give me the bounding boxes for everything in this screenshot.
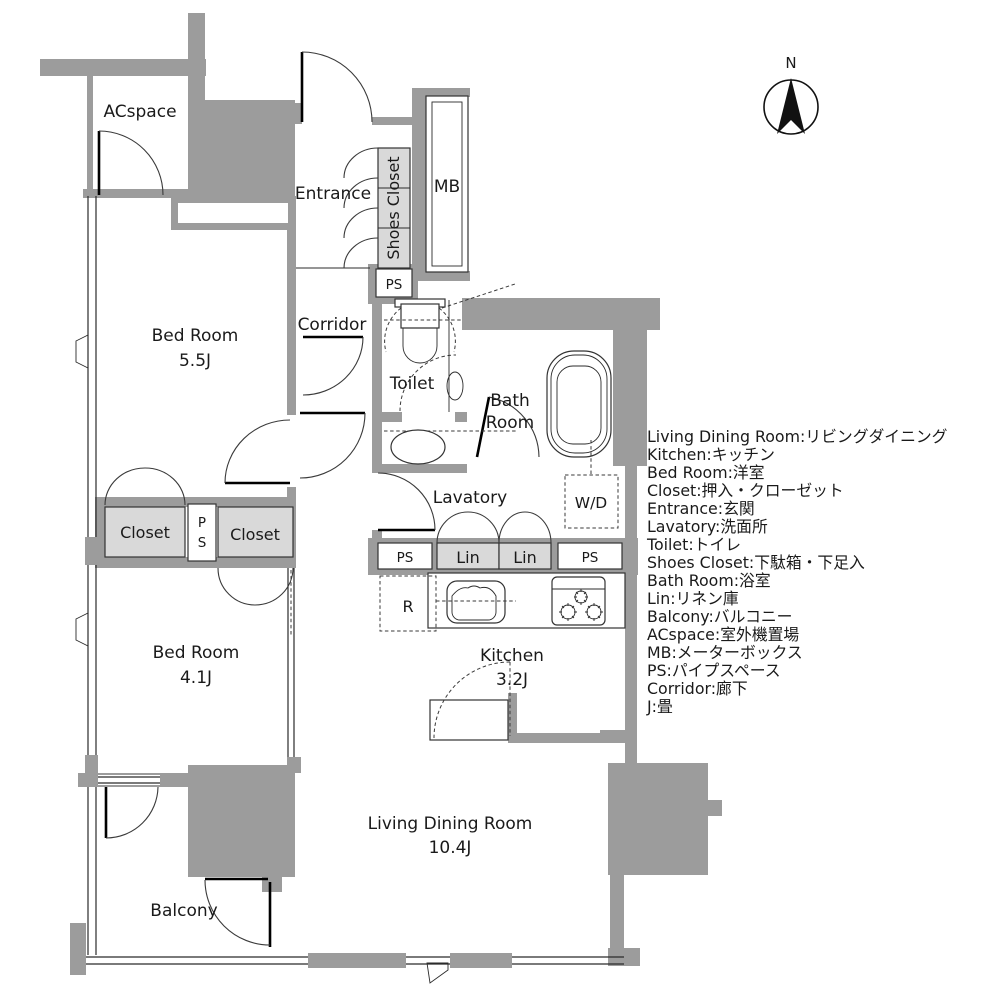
legend-line: Toilet:トイレ <box>646 535 741 554</box>
legend-line: Shoes Closet:下駄箱・下足入 <box>647 553 865 572</box>
bathtub-icon <box>546 350 612 458</box>
room-label-ps-small-1: P <box>198 515 206 531</box>
folding-door-arcs <box>104 147 552 606</box>
legend-line: Corridor:廊下 <box>647 679 748 698</box>
room-label-wd: W/D <box>575 494 608 512</box>
vanity-sink-icon <box>384 429 516 465</box>
legend-line: Entrance:玄関 <box>647 499 755 518</box>
legend-line: Balcony:バルコニー <box>647 607 792 626</box>
room-label-bath-2: Room <box>486 413 534 433</box>
window-flap-icons <box>75 334 89 647</box>
room-label-lin2: Lin <box>513 548 537 567</box>
toilet-sink-icon <box>446 371 464 401</box>
room-label-entrance: Entrance <box>295 184 371 204</box>
room-label-ps-lavatory: PS <box>397 550 414 566</box>
kitchen-cabinet <box>429 699 509 741</box>
legend: Living Dining Room:リビングダイニング Kitchen:キッチ… <box>646 427 948 716</box>
room-label-lavatory: Lavatory <box>433 488 507 508</box>
room-size-ldk: 10.4J <box>429 838 472 858</box>
room-label-closet2: Closet <box>230 525 280 544</box>
legend-line: Bed Room:洋室 <box>647 463 765 482</box>
wall-piers <box>70 537 512 975</box>
room-label-bedroom1: Bed Room <box>152 326 239 346</box>
toilet-icon <box>384 283 516 364</box>
fixtures <box>379 283 619 632</box>
room-label-balcony: Balcony <box>150 901 217 921</box>
compass: N <box>763 54 819 135</box>
north-arrow-icon <box>777 78 805 134</box>
pipe-space-kitchen <box>557 542 623 570</box>
room-size-bedroom1: 5.5J <box>179 351 211 371</box>
pipe-space-entry <box>375 268 413 298</box>
legend-line: Living Dining Room:リビングダイニング <box>647 427 948 446</box>
closet1-box <box>104 506 186 558</box>
room-label-fridge: R <box>402 597 413 616</box>
legend-line: ACspace:室外機置場 <box>647 625 799 644</box>
beam-inset <box>178 203 288 223</box>
linen2-box <box>498 542 552 570</box>
room-label-ps-small-2: S <box>198 535 207 551</box>
legend-line: Kitchen:キッチン <box>647 445 775 464</box>
room-label-kitchen: Kitchen <box>480 646 544 666</box>
room-label-bedroom2: Bed Room <box>153 643 240 663</box>
legend-line: Bath Room:浴室 <box>647 571 771 590</box>
room-label-shoes-closet: Shoes Closet <box>384 156 403 259</box>
room-label-bath-1: Bath <box>490 391 530 411</box>
room-label-toilet: Toilet <box>389 374 435 394</box>
legend-line: Lin:リネン庫 <box>647 589 739 608</box>
legend-line: Lavatory:洗面所 <box>647 517 768 536</box>
legend-line: MB:メーターボックス <box>647 643 803 662</box>
pipe-space-bedroom <box>187 503 217 562</box>
room-label-ldk: Living Dining Room <box>368 814 533 834</box>
kitchen-sink-icon <box>436 580 516 624</box>
closet2-box <box>217 506 294 558</box>
room-label-corridor: Corridor <box>298 315 367 335</box>
north-label: N <box>785 54 796 72</box>
room-label-mb: MB <box>434 177 460 197</box>
room-label-ps-kitchen: PS <box>582 550 599 566</box>
washer-dryer-icon <box>564 440 619 529</box>
legend-line: Closet:押入・クローゼット <box>647 481 844 500</box>
doors <box>97 51 540 984</box>
room-label-closet1: Closet <box>120 523 170 542</box>
legend-line: J:畳 <box>646 697 673 716</box>
room-size-bedroom2: 4.1J <box>180 668 212 688</box>
meter-box <box>425 95 469 273</box>
room-size-kitchen: 3.2J <box>496 670 528 690</box>
shoes-closet-box <box>377 147 411 269</box>
room-label-acspace: ACspace <box>103 102 176 122</box>
stove-icon <box>551 576 606 626</box>
room-labels: ACspace Entrance Shoes Closet MB PS Corr… <box>103 102 607 921</box>
legend-line: PS:パイプスペース <box>647 661 781 680</box>
pipe-space-lavatory <box>377 542 433 570</box>
room-label-ps-entry: PS <box>386 277 403 293</box>
storage-areas <box>104 147 552 570</box>
room-label-lin1: Lin <box>456 548 480 567</box>
